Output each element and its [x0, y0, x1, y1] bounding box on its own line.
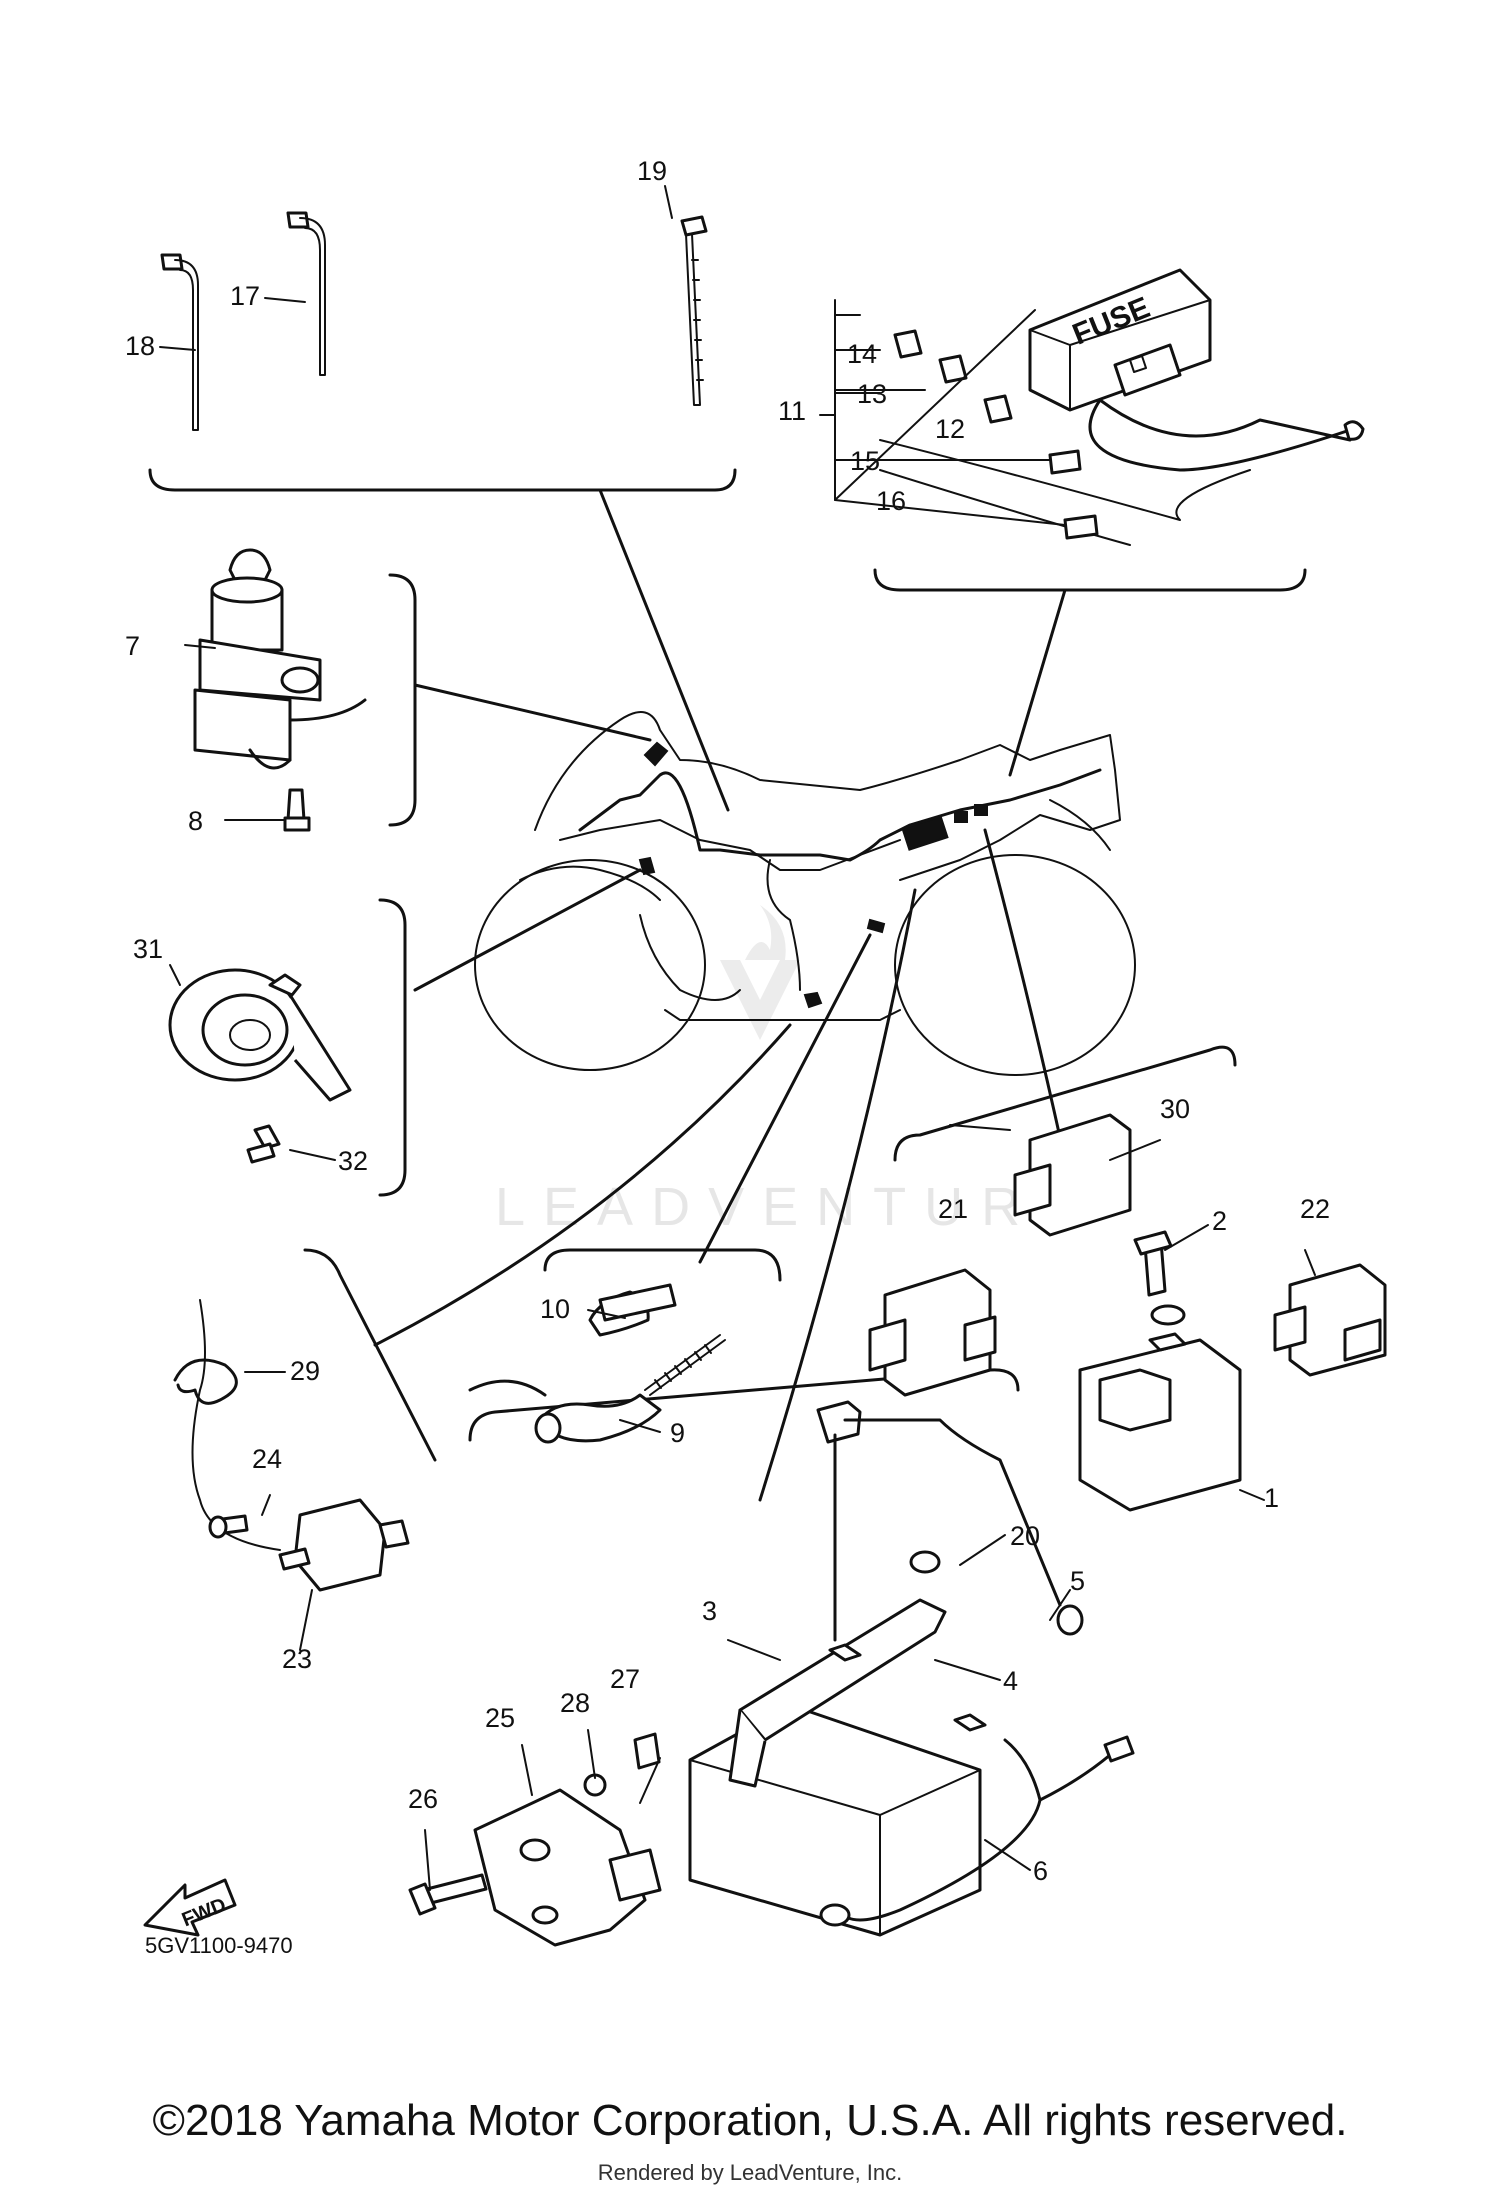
callout-14: 14 [847, 339, 877, 369]
callout-22: 22 [1300, 1194, 1330, 1224]
callout-31: 31 [133, 934, 163, 964]
motorcycle-outline [474, 711, 1136, 1076]
callout-6: 6 [1033, 1856, 1048, 1886]
copyright-notice: ©2018 Yamaha Motor Corporation, U.S.A. A… [152, 2096, 1348, 2145]
relays [868, 1113, 1387, 1512]
callout-23: 23 [282, 1644, 312, 1674]
callout-3: 3 [702, 1596, 717, 1626]
callout-numbers: 1 2 3 4 5 6 7 8 9 10 11 12 13 14 15 16 1… [125, 156, 1330, 1886]
battery [688, 1400, 1135, 1937]
callout-26: 26 [408, 1784, 438, 1814]
fuse-box: FUSE [819, 268, 1365, 546]
rectifier-regulator [408, 1732, 662, 1947]
callout-27: 27 [610, 1664, 640, 1694]
callout-28: 28 [560, 1688, 590, 1718]
callout-7: 7 [125, 631, 140, 661]
callout-20: 20 [1010, 1521, 1040, 1551]
callout-leaders [159, 185, 1316, 1891]
main-switch [193, 548, 367, 832]
cable-ties [160, 211, 708, 431]
callout-2: 2 [1212, 1206, 1227, 1236]
callout-18: 18 [125, 331, 155, 361]
sidestand-switch [173, 1299, 410, 1592]
watermark: LEADVENTURE [495, 905, 1092, 1237]
callout-4: 4 [1003, 1666, 1018, 1696]
callout-17: 17 [230, 281, 260, 311]
watermark-text: LEADVENTURE [495, 1177, 1092, 1237]
callout-21: 21 [938, 1194, 968, 1224]
callout-8: 8 [188, 806, 203, 836]
callout-32: 32 [338, 1146, 368, 1176]
callout-9: 9 [670, 1418, 685, 1448]
callout-10: 10 [540, 1294, 570, 1324]
callout-15: 15 [850, 446, 880, 476]
callout-5: 5 [1070, 1566, 1085, 1596]
fwd-arrow-icon: FWD [143, 1878, 237, 1937]
callout-30: 30 [1160, 1094, 1190, 1124]
rendered-by-credit: Rendered by LeadVenture, Inc. [597, 2160, 903, 2185]
callout-29: 29 [290, 1356, 320, 1386]
group-brackets [148, 468, 1307, 1462]
callout-16: 16 [876, 486, 906, 516]
diagram-code: 5GV1100-9470 [145, 1933, 293, 1958]
callout-13: 13 [857, 379, 887, 409]
callout-1: 1 [1264, 1483, 1279, 1513]
horn [168, 968, 352, 1164]
callout-25: 25 [485, 1703, 515, 1733]
callout-24: 24 [252, 1444, 282, 1474]
callout-19: 19 [637, 156, 667, 186]
neutral-switch [468, 1283, 726, 1444]
callout-12: 12 [935, 414, 965, 444]
leader-lines [373, 488, 1067, 1502]
callout-11: 11 [778, 396, 806, 426]
